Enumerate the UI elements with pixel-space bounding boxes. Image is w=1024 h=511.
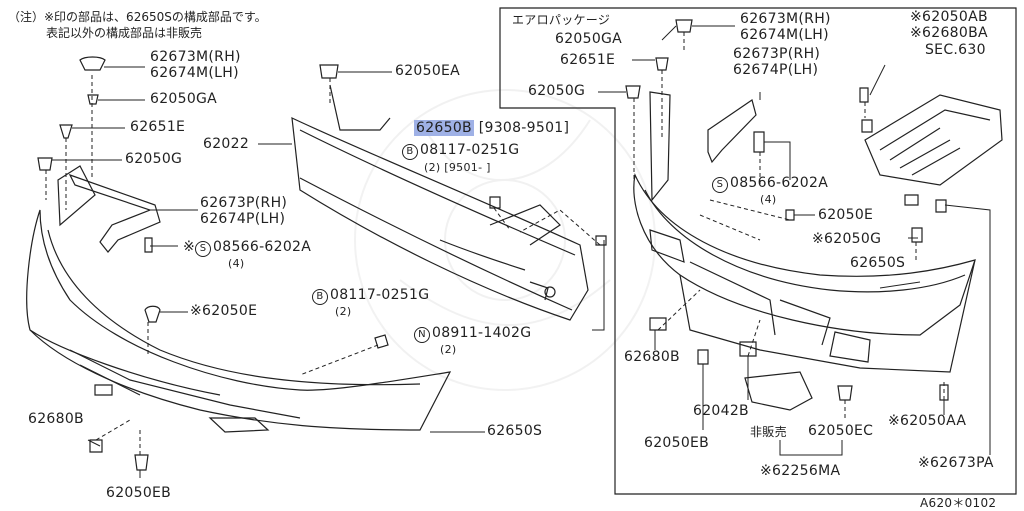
inset-part-62256MA-number: 62256MA bbox=[772, 463, 841, 479]
bumper-fascia-main bbox=[26, 209, 452, 433]
small-clips bbox=[37, 64, 607, 471]
inset-aero-bumper bbox=[633, 173, 976, 411]
star-icon: ※ bbox=[190, 303, 203, 319]
diagram-code: A620＊0102 bbox=[920, 496, 997, 510]
inset-part-62050AB[interactable]: ※62050AB bbox=[910, 10, 988, 25]
part-62050G[interactable]: 62050G bbox=[125, 151, 183, 167]
inset-part-62673M-rh[interactable]: 62673M(RH) bbox=[740, 11, 831, 27]
part-08117-a-detail: (2) [9501- ] bbox=[424, 160, 491, 175]
part-62674P-lh[interactable]: 62674P(LH) bbox=[200, 211, 286, 227]
circle-s-icon: S bbox=[712, 177, 728, 193]
inset-part-62050AA[interactable]: ※62050AA bbox=[888, 414, 966, 429]
part-08117-a-number: 08117-0251G bbox=[420, 142, 520, 158]
note-line-2: 表記以外の構成部品は非販売 bbox=[46, 26, 203, 40]
circle-s-icon: S bbox=[195, 241, 212, 257]
inset-part-62050EB[interactable]: 62050EB bbox=[644, 435, 710, 451]
note-line-1: （注）※印の部品は、62650Sの構成部品です。 bbox=[8, 10, 267, 24]
part-62650B-highlight: 62650B bbox=[414, 120, 474, 136]
part-08566-a-number: 08566-6202A bbox=[213, 239, 312, 255]
part-08117-a-qty: (2) bbox=[424, 161, 441, 174]
inset-part-62674M-lh[interactable]: 62674M(LH) bbox=[740, 27, 829, 43]
inset-part-62651E[interactable]: 62651E bbox=[560, 52, 616, 68]
inset-part-62050G-star[interactable]: ※62050G bbox=[812, 232, 881, 247]
part-62050EA[interactable]: 62050EA bbox=[395, 63, 461, 79]
star-icon: ※ bbox=[888, 413, 901, 429]
part-62673M-rh[interactable]: 62673M(RH) bbox=[150, 49, 241, 65]
inset-part-62050AB-number: 62050AB bbox=[922, 9, 988, 25]
circle-b-icon: B bbox=[312, 289, 328, 305]
part-08911-number: 08911-1402G bbox=[432, 325, 532, 341]
inset-part-08566-number: 08566-6202A bbox=[730, 175, 829, 191]
star-icon: ※ bbox=[183, 239, 196, 255]
inset-part-62050GA[interactable]: 62050GA bbox=[555, 31, 623, 47]
part-08566-a-qty: (4) bbox=[228, 257, 245, 270]
part-62050E[interactable]: ※62050E bbox=[190, 304, 257, 319]
inset-part-62680B[interactable]: 62680B bbox=[624, 349, 680, 365]
inset-undercover bbox=[864, 94, 1003, 186]
part-62680B[interactable]: 62680B bbox=[28, 411, 84, 427]
part-08117-a-range: [9501- ] bbox=[444, 161, 491, 174]
section-ref: SEC.630 bbox=[925, 42, 986, 58]
inset-part-62673PA-number: 62673PA bbox=[930, 455, 994, 471]
part-62674M-lh[interactable]: 62674M(LH) bbox=[150, 65, 239, 81]
inset-part-62673PA[interactable]: ※62673PA bbox=[918, 456, 994, 471]
inset-part-62673P-rh[interactable]: 62673P(RH) bbox=[733, 46, 821, 62]
star-icon: ※ bbox=[812, 231, 825, 247]
star-icon: ※ bbox=[910, 25, 923, 41]
part-62650B-range: [9308-9501] bbox=[478, 120, 570, 136]
part-62022[interactable]: 62022 bbox=[203, 136, 250, 152]
part-62673P-rh[interactable]: 62673P(RH) bbox=[200, 195, 288, 211]
inset-part-62050G-star-number: 62050G bbox=[824, 231, 882, 247]
circle-b-icon: B bbox=[402, 144, 418, 160]
part-62651E[interactable]: 62651E bbox=[130, 119, 186, 135]
inset-part-62680BA-number: 62680BA bbox=[922, 25, 988, 41]
inset-part-62050G[interactable]: 62050G bbox=[528, 83, 586, 99]
inset-part-08566-qty: (4) bbox=[760, 193, 777, 206]
left-brackets bbox=[57, 56, 161, 253]
inset-part-62650S[interactable]: 62650S bbox=[850, 255, 906, 271]
inset-part-62256MA[interactable]: ※62256MA bbox=[760, 464, 840, 479]
inset-title: エアロパッケージ bbox=[512, 13, 611, 27]
part-08117-b-qty: (2) bbox=[335, 305, 352, 318]
inset-part-62680BA[interactable]: ※62680BA bbox=[910, 26, 988, 41]
part-62050EB[interactable]: 62050EB bbox=[106, 485, 172, 501]
circle-n-icon: N bbox=[414, 327, 430, 343]
star-icon: ※ bbox=[918, 455, 931, 471]
part-08117-b-number: 08117-0251G bbox=[330, 287, 430, 303]
inset-frame bbox=[499, 7, 1017, 495]
inset-part-62050AA-number: 62050AA bbox=[900, 413, 967, 429]
part-08911-qty: (2) bbox=[440, 343, 457, 356]
part-62050GA[interactable]: 62050GA bbox=[150, 91, 218, 107]
parts-note: （注）※印の部品は、62650Sの構成部品です。 表記以外の構成部品は非販売 bbox=[8, 9, 267, 41]
inset-part-62042B[interactable]: 62042B bbox=[693, 403, 749, 419]
inset-part-62050E[interactable]: 62050E bbox=[818, 207, 874, 223]
reinforcement-62022 bbox=[291, 84, 589, 321]
part-62650S[interactable]: 62650S bbox=[487, 423, 543, 439]
not-for-sale-label: 非販売 bbox=[750, 425, 787, 439]
star-icon: ※ bbox=[910, 9, 923, 25]
part-62650B[interactable]: 62650B [9308-9501] bbox=[414, 120, 570, 136]
inset-part-62050EC[interactable]: 62050EC bbox=[808, 423, 874, 439]
part-62050E-number: 62050E bbox=[202, 303, 258, 319]
star-icon: ※ bbox=[760, 463, 773, 479]
inset-part-62674P-lh[interactable]: 62674P(LH) bbox=[733, 62, 819, 78]
